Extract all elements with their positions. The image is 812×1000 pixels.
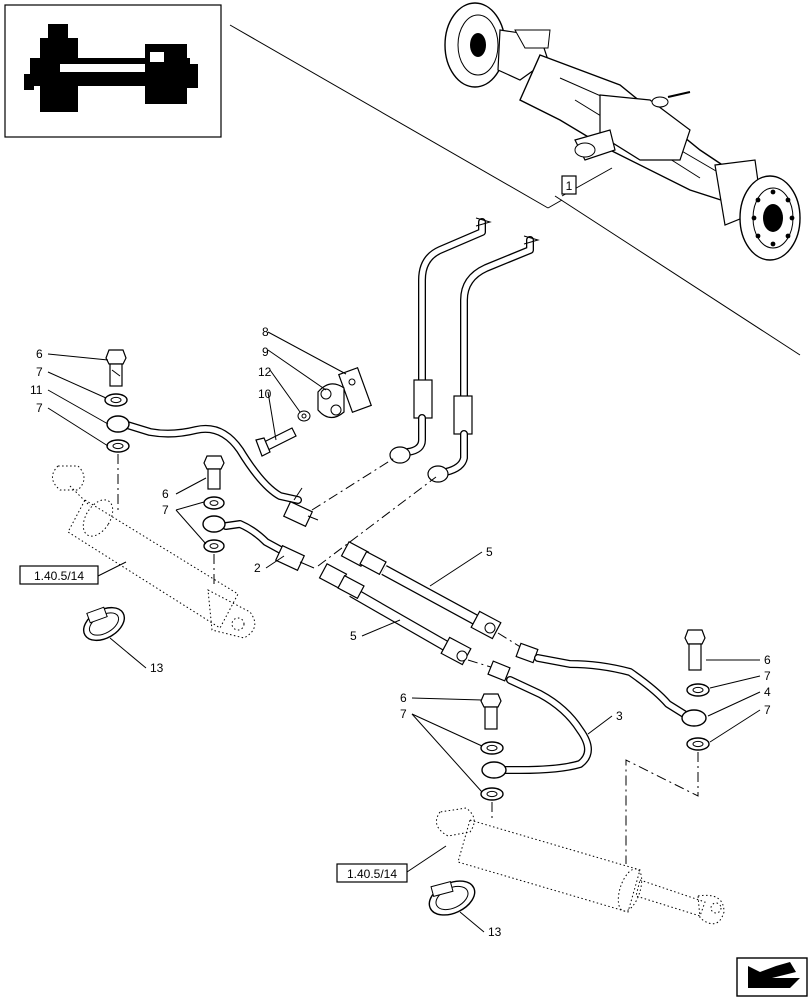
overview-boundary-right: [554, 195, 801, 356]
callout-7-right-a: 7: [764, 669, 771, 683]
hose-clamp-13-upper: [83, 606, 125, 642]
reference-link-top[interactable]: 1.40.5/14: [19, 565, 99, 585]
axle-overview-illustration: [444, 2, 801, 261]
callout-6-right: 6: [764, 653, 771, 667]
callout-9: 9: [262, 345, 269, 359]
svg-text:1.40.5/14: 1.40.5/14: [34, 569, 84, 583]
pipe-11: [120, 420, 319, 528]
reference-link-bottom[interactable]: 1.40.5/14: [336, 863, 408, 883]
upper-pipes: [389, 217, 540, 483]
callout-12: 12: [258, 365, 272, 379]
callout-3: 3: [616, 709, 623, 723]
bolt-6-right: [684, 629, 706, 671]
callout-7-lower: 7: [400, 707, 407, 721]
pipe-4: [515, 642, 688, 718]
right-steering-cylinder: [435, 807, 725, 925]
callout-6-mid-left: 6: [162, 487, 169, 501]
axle-thumbnail-icon: [4, 4, 222, 138]
callout-7-mid-left: 7: [162, 503, 169, 517]
banjo-fitting-3: [481, 761, 507, 779]
callout-box-1: 1: [561, 175, 577, 195]
callout-6-lower: 6: [400, 691, 407, 705]
pipe-2: [222, 520, 315, 572]
callout-4: 4: [764, 685, 771, 699]
pipe-clamp-assembly: [255, 367, 373, 457]
callout-7-upper-left-a: 7: [36, 365, 43, 379]
left-steering-cylinder: [52, 465, 256, 639]
banjo-fitting-4: [681, 709, 707, 727]
hose-5-lower: [318, 562, 472, 666]
callout-5-lower: 5: [350, 629, 357, 643]
callout-2: 2: [254, 561, 261, 575]
bolt-6-upper-left: [105, 349, 127, 387]
callout-13-upper: 13: [150, 661, 164, 675]
banjo-fitting-2: [202, 515, 226, 533]
banjo-fitting-11: [106, 415, 130, 433]
callout-6-upper-left: 6: [36, 347, 43, 361]
callout-8: 8: [262, 325, 269, 339]
next-page-arrow-icon[interactable]: [736, 957, 808, 997]
overview-boundary-left: [229, 24, 549, 209]
pipe-3: [487, 660, 592, 774]
bolt-6-lower: [480, 693, 502, 730]
callout-7-upper-left-b: 7: [36, 401, 43, 415]
callout-11: 11: [30, 383, 43, 397]
hose-clamp-13-lower: [428, 880, 476, 916]
callout-10: 10: [258, 387, 272, 401]
svg-text:1.40.5/14: 1.40.5/14: [347, 867, 397, 881]
callout-13-lower: 13: [488, 925, 502, 939]
svg-text:1: 1: [566, 179, 573, 193]
bolt-6-mid-left: [203, 455, 225, 490]
callout-7-right-b: 7: [764, 703, 771, 717]
callout-5-upper: 5: [486, 545, 493, 559]
leader-lines: [47, 331, 761, 933]
hose-5-upper: [340, 540, 502, 640]
